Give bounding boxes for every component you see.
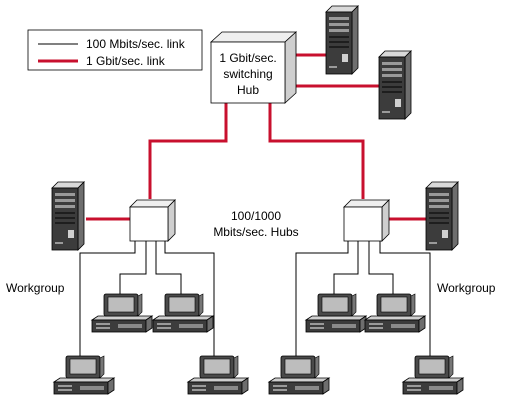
hubs-label-line1: 100/1000 (231, 209, 281, 223)
link-core-to-right-hub (268, 103, 365, 199)
core-hub-label-line1: 1 Gbit/sec. (219, 51, 276, 65)
workstation-icon-left-4 (187, 355, 249, 395)
link-left-hub-pc-b (119, 241, 147, 294)
workstation-icon-right-3 (268, 355, 330, 395)
legend-thick-label: 1 Gbit/sec. link (86, 54, 166, 68)
core-switching-hub: 1 Gbit/sec. switching Hub (209, 31, 298, 104)
workstation-icon-left-2 (152, 293, 214, 333)
core-hub-label-line3: Hub (237, 83, 259, 97)
server-icon-left (51, 181, 85, 251)
link-right-hub-pc-a (295, 241, 349, 356)
link-left-hub-pc-a (79, 241, 136, 356)
server-icon-right (425, 181, 459, 251)
hubs-label-line2: Mbits/sec. Hubs (213, 225, 298, 239)
workstation-icon-right-1 (305, 293, 367, 333)
server-icon-top-2 (378, 50, 412, 120)
server-icon-top-1 (325, 5, 359, 75)
link-right-hub-pc-c (368, 241, 394, 294)
left-hub-icon (129, 199, 176, 242)
legend-box (27, 29, 203, 71)
core-hub-label-line2: switching (223, 67, 272, 81)
workstation-icon-left-1 (91, 293, 153, 333)
legend: 100 Mbits/sec. link 1 Gbit/sec. link (27, 29, 203, 71)
workgroup-right-label: Workgroup (437, 281, 496, 295)
fast-links-left (79, 241, 215, 356)
right-hub-icon (343, 199, 390, 242)
link-core-to-left-hub (148, 103, 228, 199)
workstation-icon-left-3 (53, 355, 115, 395)
workstation-icon-right-2 (364, 293, 426, 333)
link-left-hub-pc-c (155, 241, 182, 294)
legend-thin-label: 100 Mbits/sec. link (86, 37, 186, 51)
workstation-icon-right-4 (402, 355, 464, 395)
workgroup-left-label: Workgroup (6, 281, 65, 295)
fast-links-right (295, 241, 431, 356)
gigabit-links (86, 53, 428, 221)
link-left-hub-pc-d (164, 241, 215, 356)
link-right-hub-pc-d (379, 241, 431, 356)
link-right-hub-pc-b (333, 241, 359, 294)
